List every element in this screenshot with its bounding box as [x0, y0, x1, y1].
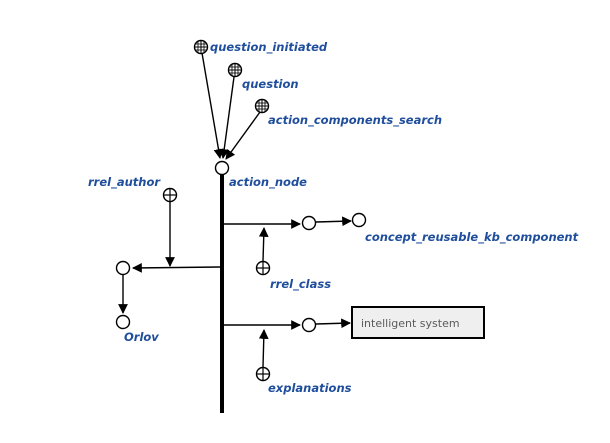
action-node-label: action_node: [229, 175, 307, 190]
edge-rrel-class: [258, 227, 269, 262]
edge-question-initiated: [201, 52, 224, 159]
edge-explanations: [258, 329, 269, 368]
intelligent-system-box[interactable]: [351, 306, 485, 339]
orlov-node[interactable]: [115, 314, 131, 330]
rrel-author-node[interactable]: [162, 187, 178, 203]
action-components-search-label: action_components_search: [268, 113, 442, 128]
orlov-label: Orlov: [124, 330, 159, 344]
rrel-author-label: rrel_author: [88, 175, 161, 190]
edge-author-pair: [132, 262, 221, 273]
explanations-label: explanations: [268, 381, 352, 395]
question-initiated-node[interactable]: [193, 39, 209, 55]
intelligent-system-label: intelligent system: [361, 317, 460, 330]
rrel-class-label: rrel_class: [270, 277, 331, 292]
edge-question: [219, 76, 235, 159]
concept-reusable-kb-component-node[interactable]: [351, 212, 367, 228]
explanation-pair-node[interactable]: [301, 317, 317, 333]
question-label: question: [242, 77, 299, 91]
question-initiated-label: question_initiated: [210, 40, 328, 55]
class-pair-node[interactable]: [301, 215, 317, 231]
author-node[interactable]: [115, 260, 131, 276]
action-components-search-node[interactable]: [254, 98, 270, 114]
action-node[interactable]: [214, 160, 230, 176]
concept-reusable-kb-component-label: concept_reusable_kb_component: [365, 230, 579, 245]
rrel-class-node[interactable]: [255, 260, 271, 276]
edge-to-concept: [315, 216, 352, 227]
explanations-node[interactable]: [255, 366, 271, 382]
edge-action-components-search: [225, 111, 261, 160]
edge-to-intelligent-system: [315, 318, 351, 329]
question-node[interactable]: [227, 62, 243, 78]
